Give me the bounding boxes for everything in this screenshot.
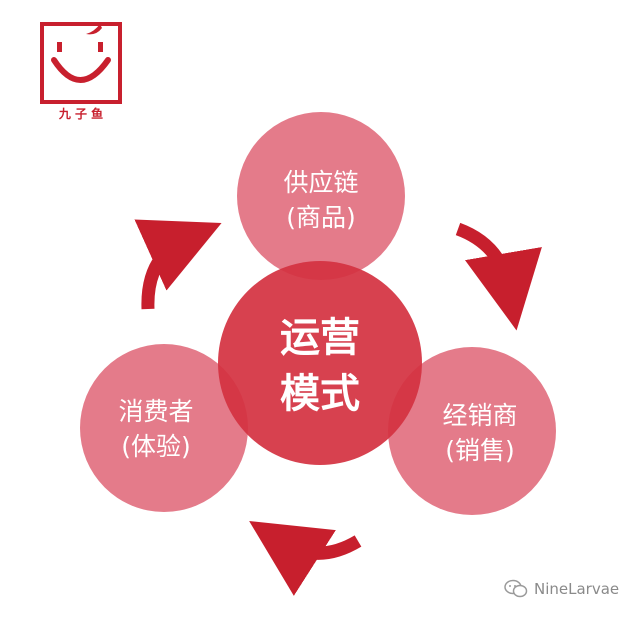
node-sublabel-distributor: (销售) [445,436,515,465]
wechat-icon [504,579,528,598]
arrow-consumer-to-supply [134,219,222,310]
center-circle [218,261,422,465]
node-sublabel-consumer: (体验) [121,432,191,461]
brand-logo: 九 子 鱼 [40,22,122,124]
node-circle-consumer [80,344,248,512]
node-sublabel-supply-chain: (商品) [286,203,356,232]
node-label-consumer: 消费者 [118,397,193,426]
arrow-distributor-to-consumer [249,521,362,596]
node-label-distributor: 经销商 [442,401,517,430]
smile-logo-icon: 九 子 鱼 [40,22,122,121]
logo-caption: 九 子 鱼 [58,106,103,121]
center-label-line1: 运营 [280,315,360,361]
arrow-supply-to-distributor [455,222,542,331]
node-circle-supply-chain [237,112,405,280]
watermark-text: NineLarvae [534,580,620,598]
node-label-supply-chain: 供应链 [283,168,358,197]
node-circle-distributor [388,347,556,515]
watermark: NineLarvae [504,576,619,602]
center-label-line2: 模式 [280,371,360,417]
